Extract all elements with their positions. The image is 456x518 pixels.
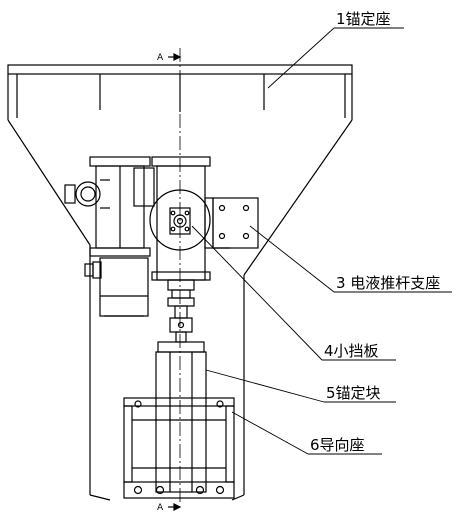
actuator-bracket — [204, 197, 259, 249]
anchor-block — [155, 341, 207, 493]
clevis-link — [169, 305, 193, 343]
actuator-cylinder — [133, 156, 211, 307]
guide-seat — [123, 397, 235, 499]
label-anchor-block: 5锚定块 — [326, 384, 381, 402]
left-pipe-assembly — [64, 156, 151, 317]
section-markers — [168, 53, 182, 511]
section-mark-bottom: A — [157, 503, 164, 513]
label-guide-seat: 6导向座 — [310, 436, 365, 454]
leader-lines — [191, 27, 452, 455]
label-anchor-seat: 1锚定座 — [336, 10, 391, 28]
label-actuator-bracket: 3 电液推杆支座 — [336, 274, 440, 292]
label-baffle: 4小挡板 — [324, 342, 379, 360]
section-mark-top: A — [157, 53, 164, 63]
